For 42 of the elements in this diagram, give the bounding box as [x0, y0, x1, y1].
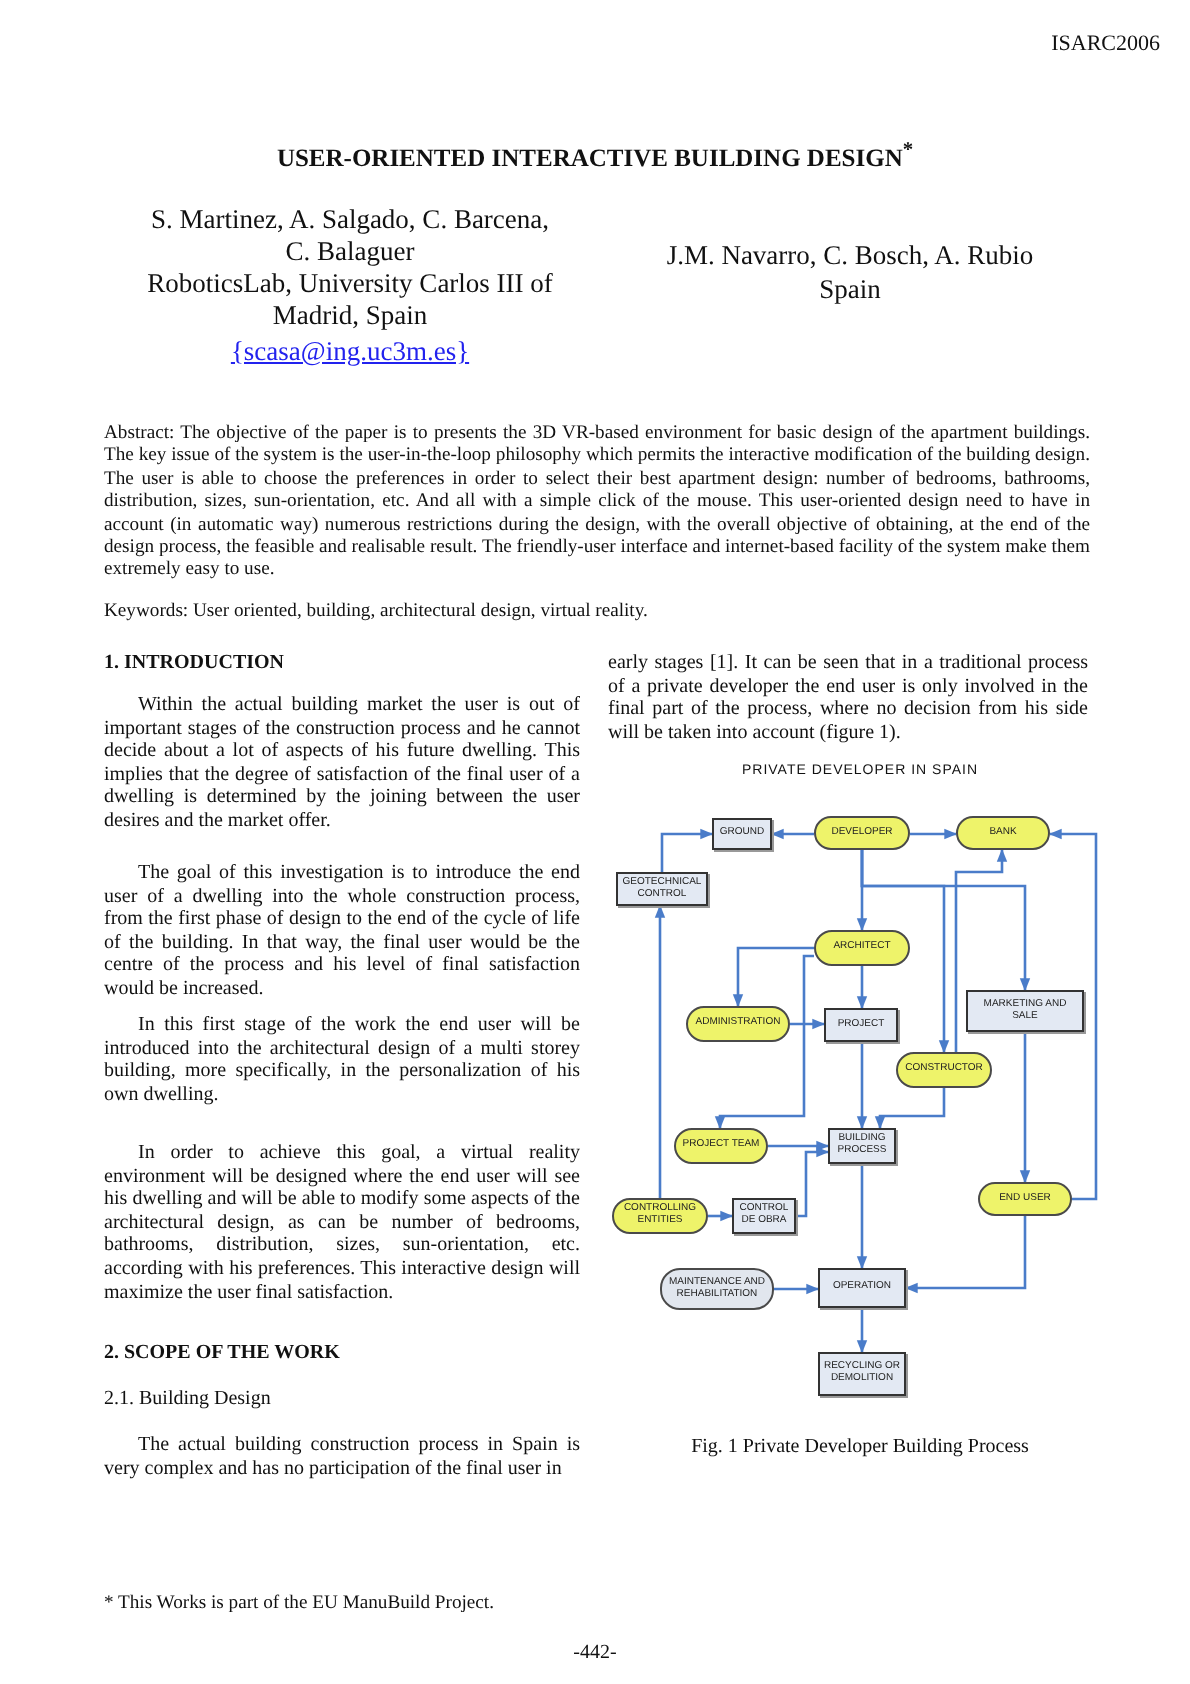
body-paragraph: early stages [1]. It can be seen that in a traditional process of a private developer the end user is only involved in the final part of the process, where no decision from his side will be taken into account (figure 1). [608, 652, 1088, 745]
arrow [796, 1146, 830, 1218]
author-names: S. Martinez, A. Salgado, C. Barcena, C. Balaguer [148, 204, 552, 268]
body-paragraph: The actual building construction process in Spain is very complex and has no participation of the final user in [104, 1434, 580, 1481]
arrow [874, 1088, 946, 1130]
arrow [860, 850, 950, 1054]
arrow [660, 828, 714, 872]
arrow [768, 1140, 830, 1152]
arrow [654, 904, 666, 1198]
body-paragraph: In this first stage of the work the end user will be introduced into the architectural design of a multi storey building, more specifically, in the personalization of his own dwelling. [104, 1014, 580, 1107]
body-paragraph: In order to achieve this goal, a virtual reality environment will be designed where the end user will see his dwelling and will be able to modify some aspects of the architectural design, as can be number of bedrooms, bathrooms, distribution, sizes, sun-orientation, etc. according with his preferences. This interactive design will maximize the user final satisfaction. [104, 1142, 580, 1305]
arrow [770, 828, 814, 840]
arrow [910, 828, 958, 840]
conference-name: ISARC2006 [1049, 32, 1160, 56]
page-number: -442- [571, 1642, 619, 1664]
arrow [774, 1283, 820, 1295]
figure-caption: Fig. 1 Private Developer Building Process [689, 1436, 1031, 1458]
section-heading: 2. SCOPE OF THE WORK [104, 1342, 342, 1364]
author-names: J.M. Navarro, C. Bosch, A. Rubio [664, 240, 1036, 272]
arrow [856, 966, 868, 1010]
body-paragraph: Within the actual building market the user is out of important stages of the construction process and he cannot decide about a lot of aspects of his future dwelling. This implies that the degree of satisfaction of the final user of a dwelling is determined by the joining between the user desires and the market offer. [104, 694, 580, 834]
email-link: {scasa@ing.uc3m.es} [230, 336, 470, 366]
subsection-heading: 2.1. Building Design [104, 1388, 273, 1410]
arrow [856, 1042, 868, 1130]
arrow [856, 1308, 868, 1354]
arrow [714, 954, 814, 1130]
arrow [708, 1210, 734, 1222]
abstract-text: Abstract: The objective of the paper is to presents the 3D VR-based environment for basic design of the apartment buildings. The key issue of the system is the user-in-the-loop philosophy which permits the interactive modification of the building design. The user is able to choose the preferences in order to select their best apartment design: number of bedrooms, bathrooms, distribution, sizes, sun-orientation, etc. And all with a simple click of the mouse. This user-oriented design need to have in account (in automatic way) numerous restrictions during the design, with the overall objective of obtaining, at the end of the design process, the feasible and realisable result. The friendly-user interface and internet-based facility of the system make them extremely easy to use. [104, 422, 1090, 582]
keywords-text: Keywords: User oriented, building, architectural design, virtual reality. [104, 600, 650, 623]
footnote: * This Works is part of the EU ManuBuild Project. [104, 1592, 496, 1614]
affiliation: Spain [817, 274, 883, 306]
arrow [954, 848, 1008, 1052]
arrow [732, 946, 814, 1008]
arrow [1048, 828, 1098, 1201]
arrow [856, 1164, 868, 1270]
arrow [1019, 1032, 1031, 1184]
body-paragraph: The goal of this investigation is to introduce the end user of a dwelling into the whole construction process, from the first phase of design to the end of the cycle of life of the building. In that way, the final user would be the centre of the process and his level of final satisfaction would be increased. [104, 862, 580, 1002]
section-heading: 1. INTRODUCTION [104, 652, 287, 674]
arrow [790, 1018, 826, 1030]
paper-title: USER-ORIENTED INTERACTIVE BUILDING DESIGN$^{*}$ [274, 140, 916, 175]
arrow [904, 1216, 1027, 1294]
affiliation: RoboticsLab, University Carlos III of Madrid, Spain [145, 268, 555, 332]
